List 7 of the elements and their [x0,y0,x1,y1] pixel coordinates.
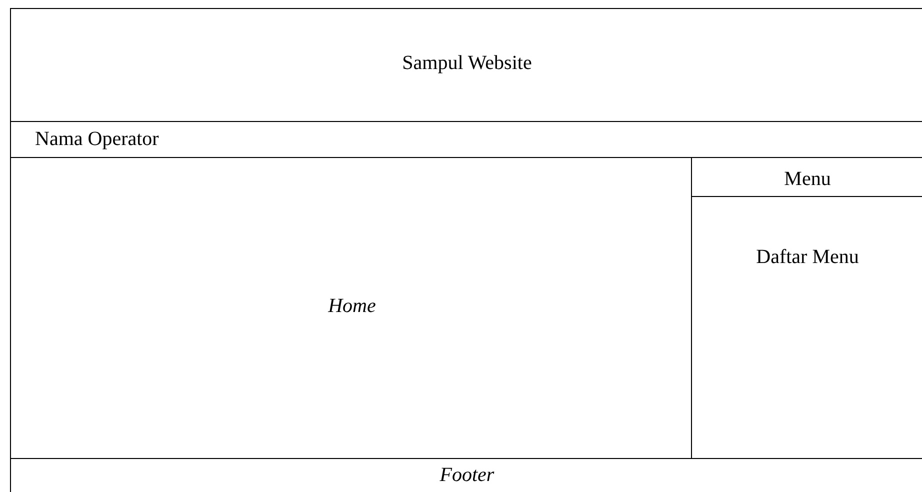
footer-text: Footer [438,464,496,487]
sidebar-heading: Menu [783,168,832,191]
operator-name: Nama Operator [35,128,159,151]
content-title: Home [327,295,377,318]
banner-title: Sampul Website [401,52,533,75]
header-banner [10,8,922,122]
sidebar-list-label: Daftar Menu [755,246,860,269]
